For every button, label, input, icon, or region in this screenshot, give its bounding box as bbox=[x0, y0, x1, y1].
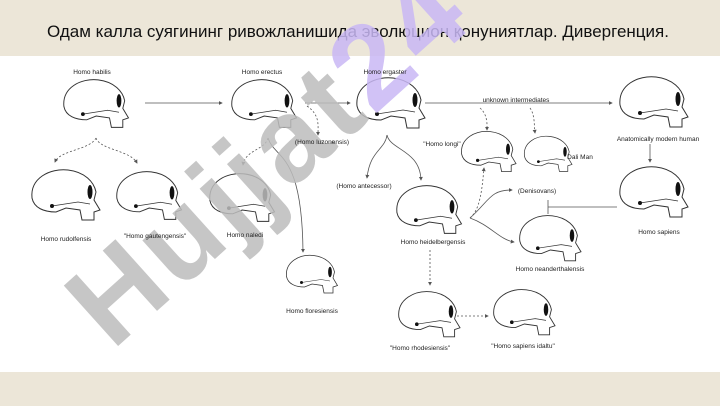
label-homo-sapiens: Homo sapiens bbox=[638, 229, 680, 236]
diagram-graphics bbox=[31, 76, 689, 338]
label-homo-ergaster: Homo ergaster bbox=[363, 69, 407, 76]
skull-evolution-diagram: Hujjat24 Homo habilis Homo erectus Homo … bbox=[0, 0, 720, 372]
label-homo-habilis: Homo habilis bbox=[73, 69, 111, 76]
label-homo-naledi: Homo naledi bbox=[226, 232, 264, 239]
label-homo-erectus: Homo erectus bbox=[241, 69, 283, 76]
label-homo-rhodesiensis: "Homo rhodesiensis" bbox=[389, 345, 451, 352]
header-band bbox=[0, 0, 720, 56]
label-denisovans: (Denisovans) bbox=[517, 188, 557, 195]
slide-title: Одам калла суягининг ривожланишида эволю… bbox=[47, 22, 669, 41]
label-homo-neanderthalensis: Homo neanderthalensis bbox=[515, 266, 585, 273]
label-homo-longi: "Homo longi" bbox=[423, 141, 461, 148]
label-homo-gautengensis: "Homo gautengensis" bbox=[123, 233, 187, 240]
label-homo-luzonensis: (Homo luzonensis) bbox=[294, 139, 350, 146]
label-homo-rudolfensis: Homo rudolfensis bbox=[40, 236, 92, 243]
label-homo-floresiensis: Homo floresiensis bbox=[286, 308, 338, 315]
label-dali-man: Dali Man bbox=[567, 154, 593, 161]
footer-band bbox=[0, 372, 720, 406]
label-homo-antecessor: (Homo antecessor) bbox=[336, 183, 392, 190]
label-unknown-intermediates: unknown intermediates bbox=[482, 97, 550, 104]
label-homo-heidelbergensis: Homo heidelbergensis bbox=[400, 239, 466, 246]
label-anatomically-modern-human: Anatomically modern human bbox=[616, 136, 700, 143]
label-homo-sapiens-idaltu: "Homo sapiens idaltu" bbox=[491, 343, 555, 350]
diagram-arrows bbox=[54, 101, 652, 318]
